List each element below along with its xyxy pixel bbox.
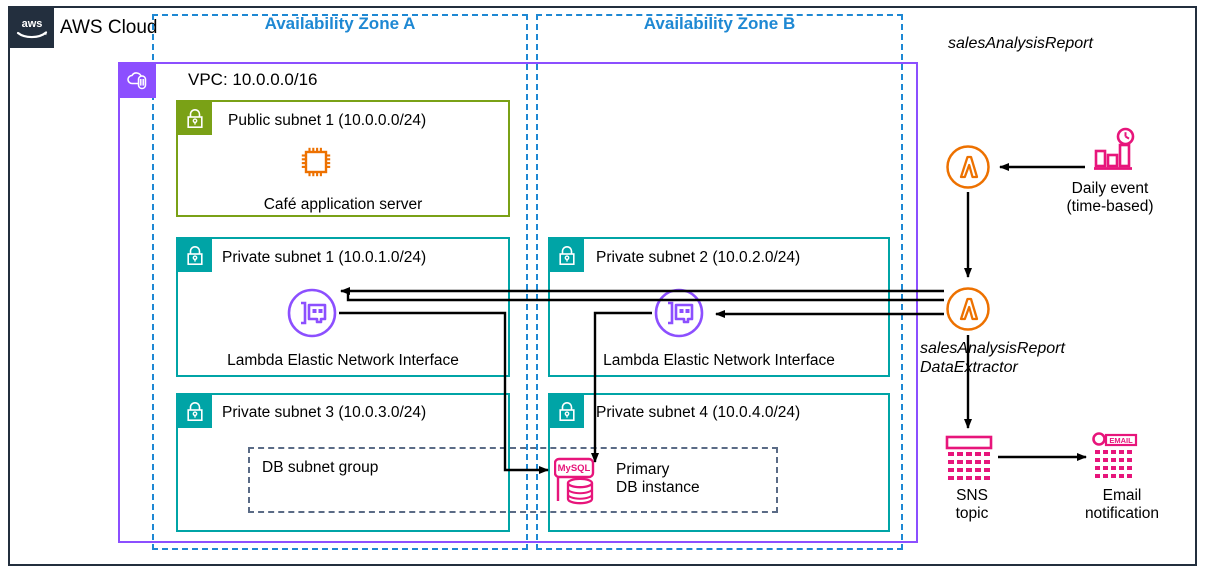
rds-mysql-icon: MySQL — [553, 455, 596, 507]
availability-zone-a-label-wrap: Availability Zone A — [152, 14, 528, 34]
daily-event-label-line2: (time-based) — [1066, 198, 1154, 216]
lock-icon — [178, 239, 212, 272]
lock-icon — [178, 102, 212, 135]
email-notification-icon: EMAIL — [1090, 432, 1142, 482]
primary-db-instance-label: Primary DB instance — [616, 461, 786, 498]
vpc-label: VPC: 10.0.0.0/16 — [188, 70, 318, 89]
daily-event-label-line1: Daily event — [1071, 180, 1149, 197]
sns-topic-label-line1: SNS — [956, 487, 988, 504]
public-subnet-1-box — [176, 100, 510, 217]
availability-zone-a — [152, 14, 528, 550]
lambda-data-extractor-label: salesAnalysisReport DataExtractor — [920, 340, 1120, 378]
vpc-icon — [118, 62, 156, 98]
sns-topic-icon — [944, 434, 996, 482]
cafe-application-server-label: Café application server — [263, 196, 423, 213]
elastic-network-interface-icon — [285, 286, 339, 340]
lambda-icon — [944, 285, 992, 333]
db-subnet-group-label: DB subnet group — [262, 459, 379, 476]
primary-db-instance-label-line1: Primary — [616, 461, 670, 478]
private-subnet-4-title: Private subnet 4 (10.0.4.0/24) — [596, 404, 801, 421]
lambda-icon — [944, 143, 992, 191]
daily-event-label: Daily event (time-based) — [1030, 180, 1190, 217]
availability-zone-b-label: Availability Zone B — [643, 14, 796, 33]
email-notification-label-line2: notification — [1084, 505, 1160, 523]
svg-text:MySQL: MySQL — [558, 463, 591, 474]
svg-text:aws: aws — [22, 18, 43, 30]
lock-icon — [550, 239, 584, 272]
lambda-data-extractor-label-line1: salesAnalysisReport — [920, 340, 1065, 357]
private-subnet-2-title: Private subnet 2 (10.0.2.0/24) — [596, 249, 801, 266]
sns-topic-label: SNS topic — [912, 487, 1032, 524]
lambda-data-extractor-label-line2: DataExtractor — [920, 358, 1018, 376]
vpc-boundary — [118, 62, 918, 543]
sns-topic-label-line2: topic — [955, 505, 989, 523]
svg-text:EMAIL: EMAIL — [1109, 436, 1133, 445]
primary-db-instance-label-line2: DB instance — [616, 479, 700, 497]
lock-icon — [178, 395, 212, 428]
lock-icon — [550, 395, 584, 428]
aws-logo-icon: aws — [10, 8, 54, 48]
private-subnet-1-title: Private subnet 1 (10.0.1.0/24) — [222, 249, 427, 266]
availability-zone-a-label: Availability Zone A — [264, 14, 416, 33]
lambda-eni-2-label: Lambda Elastic Network Interface — [603, 352, 835, 369]
eventbridge-scheduler-icon — [1089, 126, 1139, 176]
email-notification-label: Email notification — [1042, 487, 1202, 524]
public-subnet-1-title: Public subnet 1 (10.0.0.0/24) — [228, 112, 427, 129]
ec2-instance-icon — [298, 144, 334, 180]
email-notification-label-line1: Email — [1102, 487, 1142, 504]
lambda-eni-1-label: Lambda Elastic Network Interface — [227, 352, 459, 369]
private-subnet-3-title: Private subnet 3 (10.0.3.0/24) — [222, 404, 427, 421]
aws-cloud-label: AWS Cloud — [60, 17, 158, 38]
sales-analysis-report-title: salesAnalysisReport — [948, 35, 1093, 52]
availability-zone-b — [536, 14, 903, 550]
availability-zone-b-label-wrap: Availability Zone B — [536, 14, 903, 34]
elastic-network-interface-icon — [652, 286, 706, 340]
